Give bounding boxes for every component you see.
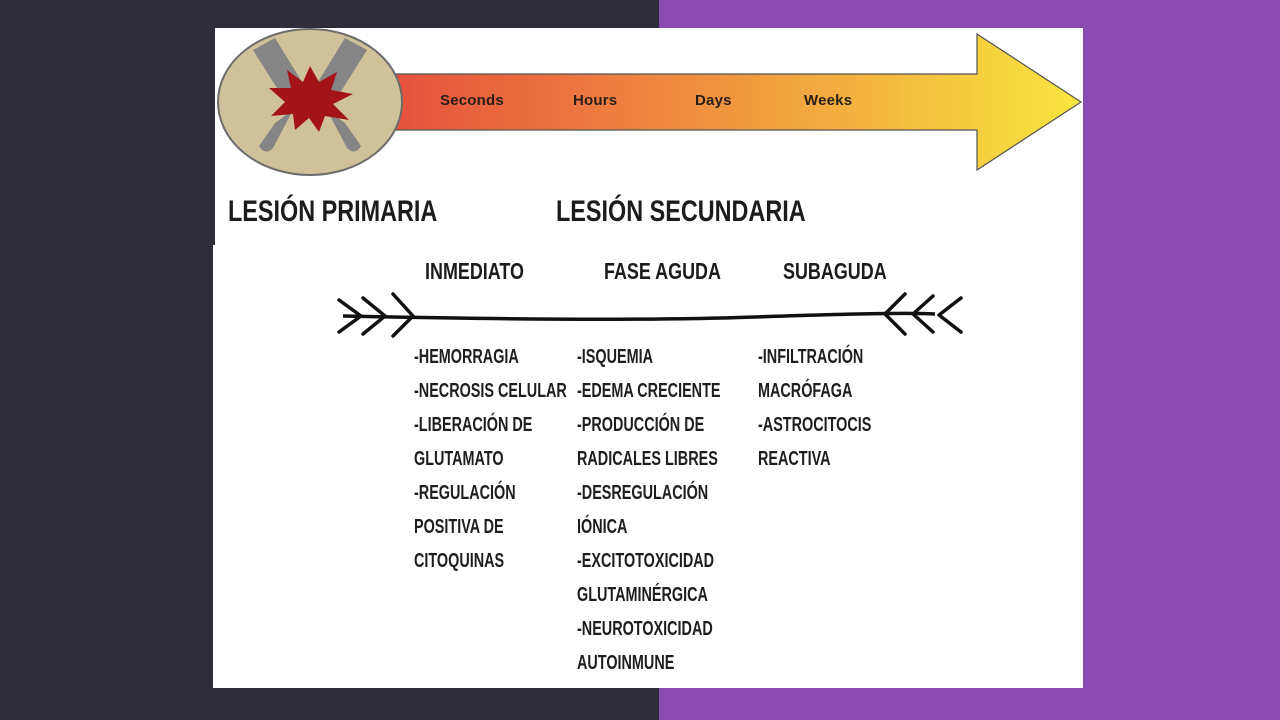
list-item: GLUTAMATO <box>414 448 504 470</box>
list-item: RADICALES LIBRES <box>577 448 718 470</box>
list-item: AUTOINMUNE <box>577 652 675 674</box>
heading-lesion-primaria: LESIÓN PRIMARIA <box>228 195 438 228</box>
list-item: CITOQUINAS <box>414 550 505 572</box>
list-item: -ASTROCITOCIS <box>758 414 872 436</box>
list-item: -EXCITOTOXICIDAD <box>577 550 715 572</box>
phase-axis-line <box>342 311 936 322</box>
slide: Seconds Hours Days Weeks LESIÓN PRIMARIA… <box>215 28 1083 688</box>
list-item: REACTIVA <box>758 448 831 470</box>
list-item: IÓNICA <box>577 516 628 538</box>
column-inmediato: -HEMORRAGIA -NECROSIS CELULAR -LIBERACIÓ… <box>414 340 567 578</box>
time-arrow <box>386 32 1083 172</box>
spinal-cord-illustration <box>217 28 403 176</box>
list-item: -LIBERACIÓN DE <box>414 414 533 436</box>
list-item: -INFILTRACIÓN <box>758 346 864 368</box>
heading-lesion-secundaria: LESIÓN SECUNDARIA <box>556 195 806 228</box>
axis-right-arrowheads <box>883 292 963 336</box>
timeline-label-weeks: Weeks <box>804 92 853 109</box>
list-item: -REGULACIÓN <box>414 482 516 504</box>
phase-subaguda: SUBAGUDA <box>783 258 887 284</box>
timeline-label-hours: Hours <box>573 92 618 109</box>
timeline-graphic <box>217 28 1083 176</box>
list-item: -EDEMA CRECIENTE <box>577 380 721 402</box>
list-item: -PRODUCCIÓN DE <box>577 414 705 436</box>
list-item: -DESREGULACIÓN <box>577 482 709 504</box>
list-item: -ISQUEMIA <box>577 346 654 368</box>
lesion-shape <box>269 66 353 132</box>
axis-left-arrowheads <box>337 292 415 338</box>
list-item: -NECROSIS CELULAR <box>414 380 567 402</box>
phase-inmediato: INMEDIATO <box>425 258 525 284</box>
timeline-label-days: Days <box>695 92 732 109</box>
list-item: POSITIVA DE <box>414 516 504 538</box>
list-item: GLUTAMINÉRGICA <box>577 584 708 606</box>
column-subaguda: -INFILTRACIÓN MACRÓFAGA -ASTROCITOCIS RE… <box>758 340 871 476</box>
phase-axis <box>337 292 963 338</box>
list-item: -NEUROTOXICIDAD <box>577 618 713 640</box>
list-item: -HEMORRAGIA <box>414 346 519 368</box>
column-fase-aguda: -ISQUEMIA -EDEMA CRECIENTE -PRODUCCIÓN D… <box>577 340 720 680</box>
phase-fase-aguda: FASE AGUDA <box>604 258 721 284</box>
timeline-label-seconds: Seconds <box>440 92 504 109</box>
list-item: MACRÓFAGA <box>758 380 853 402</box>
